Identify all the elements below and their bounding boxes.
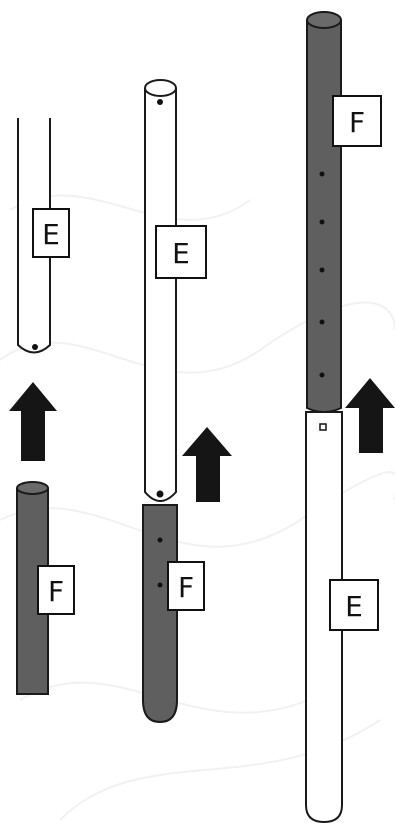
right-assembly-step: E F (305, 11, 395, 824)
tube-f-left: F (16, 481, 75, 695)
hole-marker (319, 372, 325, 378)
tube-f-right: F (306, 11, 382, 413)
tube-label-f: F (178, 571, 194, 604)
label-box (167, 561, 205, 611)
hole-marker (157, 582, 163, 588)
middle-assembly-step: F E (142, 79, 232, 724)
hole-marker (319, 171, 325, 177)
arrow-up-icon (9, 382, 57, 461)
label-box (155, 225, 207, 279)
tube-label-e: E (42, 218, 60, 251)
hole-marker (319, 267, 325, 273)
hole-marker (319, 319, 325, 325)
tube-f-middle: F (142, 504, 205, 724)
tube-e-middle: E (144, 79, 207, 502)
label-box (32, 208, 70, 258)
tube-label-e: E (345, 590, 363, 623)
arrow-up-icon (345, 378, 395, 453)
tube-label-f: F (48, 575, 64, 608)
hole-marker (319, 219, 325, 225)
hole-marker (156, 490, 164, 498)
tube-label-e: E (172, 237, 190, 270)
label-box (329, 579, 379, 631)
left-assembly-step: E F (9, 118, 75, 695)
hole-marker (319, 423, 327, 431)
label-box (332, 95, 382, 147)
tube-e-left: E (17, 118, 70, 354)
hole-marker (157, 99, 163, 105)
hole-marker (157, 537, 163, 543)
tube-label-f: F (349, 106, 365, 139)
tube-e-right: E (305, 411, 379, 824)
label-box (37, 565, 75, 615)
hole-marker (32, 344, 38, 350)
arrow-up-icon (182, 427, 232, 502)
